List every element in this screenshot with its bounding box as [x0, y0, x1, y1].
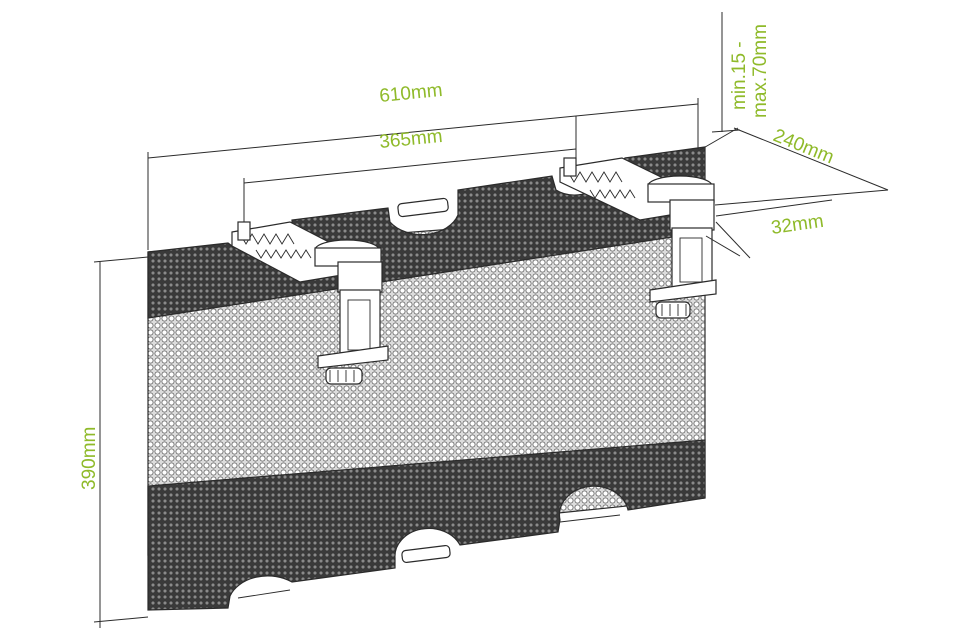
- dimension-390: 390mm: [79, 256, 149, 628]
- left-clamp: [231, 221, 389, 385]
- mesh-bottom-band: [147, 439, 706, 611]
- mesh-panel: [147, 146, 706, 611]
- right-clamp: [559, 157, 717, 319]
- dimension-240: 240mm: [699, 125, 889, 206]
- dimension-365: 365mm: [243, 116, 577, 222]
- dim-365-label: 365mm: [378, 126, 443, 153]
- top-rod: [397, 197, 449, 218]
- dim-32-label: 32mm: [770, 211, 825, 239]
- dimension-32: 32mm: [705, 199, 833, 259]
- dimension-desk-thickness: min.15 - max.70mm: [711, 12, 771, 133]
- dim-desk-line1: min.15 -: [729, 41, 750, 110]
- dim-desk-line2: max.70mm: [750, 24, 771, 118]
- bottom-rods: [237, 514, 621, 599]
- dim-240-label: 240mm: [770, 125, 837, 168]
- dim-610-label: 610mm: [378, 80, 443, 107]
- dim-390-label: 390mm: [79, 427, 100, 490]
